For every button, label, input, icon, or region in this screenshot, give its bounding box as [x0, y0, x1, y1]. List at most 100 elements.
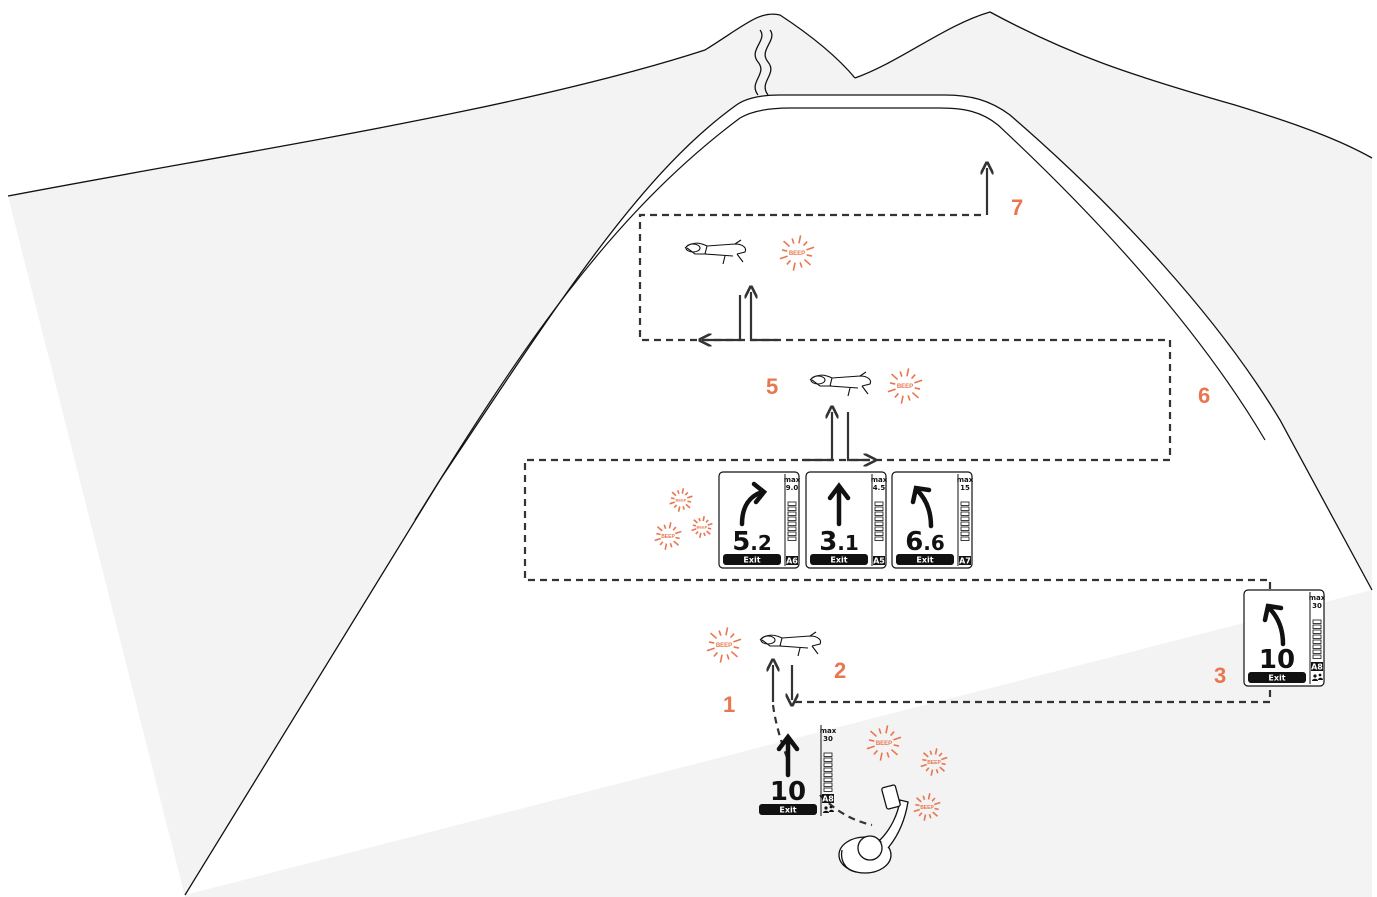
mountain-skyline: [7, 13, 856, 197]
signal-bar: [960, 501, 970, 506]
distance-readout: 10: [1259, 645, 1295, 675]
beep-label: BEEP: [789, 251, 805, 257]
beep-burst-icon: BEEP: [691, 516, 713, 538]
beep-burst-icon: BEEP: [920, 748, 948, 776]
signal-bar: [823, 772, 833, 777]
max-label: max: [1309, 594, 1326, 602]
distance-integer: 10: [1259, 645, 1295, 675]
signal-bar: [960, 521, 970, 526]
exit-label: Exit: [916, 556, 933, 565]
antenna-label: A6: [786, 557, 798, 566]
exit-label: Exit: [743, 556, 760, 565]
distance-integer: 5: [732, 527, 750, 557]
signal-bar: [823, 787, 833, 792]
exit-button: [759, 804, 817, 815]
slope-front-edge: [414, 107, 1266, 521]
step-number: 1: [723, 692, 735, 717]
distance-decimal: .6: [923, 531, 945, 555]
exit-button: [810, 554, 868, 565]
group-icon: [823, 805, 834, 813]
curve-right-arrow-icon: [739, 481, 768, 527]
display-frame: [805, 471, 887, 569]
beep-burst-icon: BEEP: [654, 522, 682, 550]
display-frame: [718, 471, 800, 569]
signal-bar: [1312, 654, 1322, 659]
step-number: 6: [1198, 383, 1210, 408]
handheld-transceiver: [881, 784, 901, 810]
beep-burst-icon: BEEP: [913, 793, 941, 821]
arrow-right-mid: [846, 412, 870, 460]
searcher: [838, 784, 909, 874]
distance-readout: 3.1: [819, 527, 859, 557]
max-value: 15: [960, 484, 970, 492]
signal-bar: [1312, 619, 1322, 624]
beep-label: BEEP: [927, 760, 941, 766]
max-value: 30: [823, 735, 833, 743]
max-value: 30: [1312, 602, 1322, 610]
signal-bar: [787, 521, 797, 526]
antenna-tag: [822, 794, 834, 803]
signal-bar: [874, 521, 884, 526]
exit-label: Exit: [830, 556, 847, 565]
max-label: max: [784, 476, 801, 484]
signal-bar: [787, 506, 797, 511]
beep-burst-icon: BEEP: [706, 627, 742, 663]
signal-bar: [787, 526, 797, 531]
searcher-head: [857, 835, 883, 861]
signal-bar: [1312, 649, 1322, 654]
beep-label: BEEP: [676, 497, 687, 502]
distance-integer: 3: [819, 527, 837, 557]
signal-bar: [787, 516, 797, 521]
buried-victim-bottom: [759, 631, 822, 657]
exit-button: [896, 554, 954, 565]
signal-bar: [874, 531, 884, 536]
victims: [684, 239, 872, 657]
beep-label: BEEP: [920, 805, 934, 811]
signal-bar: [823, 777, 833, 782]
beep-burst-icon: BEEP: [887, 368, 923, 404]
signal-bar: [823, 762, 833, 767]
arrow-left-top: [705, 295, 742, 340]
signal-bar: [823, 767, 833, 772]
direction-arrows: [705, 168, 987, 702]
exit-button: [723, 554, 781, 565]
antenna-tag: [1311, 662, 1323, 671]
curve-left-arrow-icon: [1262, 603, 1286, 647]
signal-bar: [960, 506, 970, 511]
signal-bar: [874, 536, 884, 541]
beep-burst-icon: BEEP: [866, 725, 902, 761]
signal-bar: [1312, 634, 1322, 639]
distance-decimal: .1: [837, 531, 859, 555]
beep-label: BEEP: [876, 741, 892, 747]
signal-bar: [960, 511, 970, 516]
signal-bar: [874, 516, 884, 521]
searcher-other-arm: [840, 849, 857, 873]
terrain: [7, 11, 1373, 897]
beep-burst-icon: BEEP: [779, 235, 815, 271]
beep-label: BEEP: [897, 384, 913, 390]
distance-readout: 5.2: [732, 527, 772, 557]
signal-bar: [874, 506, 884, 511]
max-label: max: [871, 476, 888, 484]
antenna-tag: [959, 556, 971, 565]
step-number: 5: [766, 374, 778, 399]
antenna-label: A5: [873, 557, 885, 566]
up-arrow-icon: [827, 482, 851, 527]
signal-bar: [1312, 639, 1322, 644]
step-number: 2: [834, 658, 846, 683]
antenna-label: A7: [959, 557, 971, 566]
mountain-right-ridge: [854, 11, 1373, 159]
exit-button: [1248, 672, 1306, 683]
searcher-arm: [879, 799, 909, 849]
beep-label: BEEP: [697, 524, 708, 529]
curve-left-arrow-icon: [910, 485, 934, 529]
buried-victim-middle: [809, 371, 872, 397]
signal-bar: [874, 511, 884, 516]
exit-label: Exit: [1268, 674, 1285, 683]
transceiver-displays: 10Exitmax30A810Exitmax30A85.2Exitmax9.0A…: [718, 471, 1326, 816]
